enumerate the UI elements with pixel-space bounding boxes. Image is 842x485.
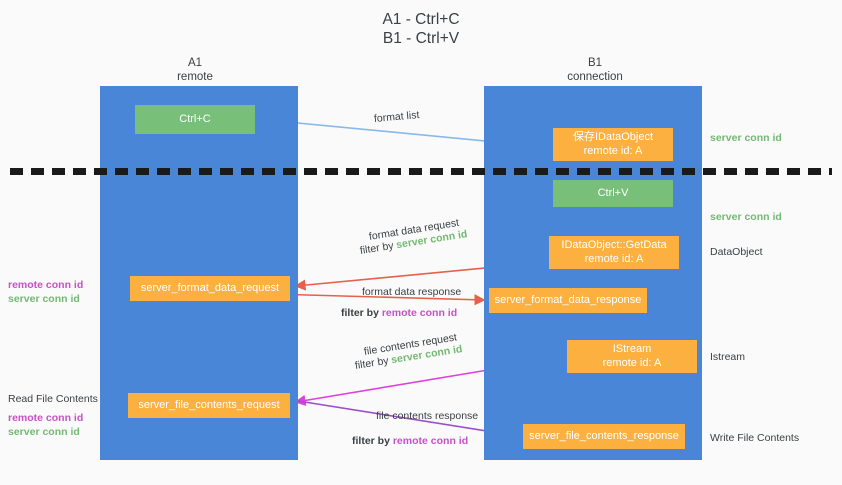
annotation-left-conn-ids-top: remote conn id server conn id — [8, 278, 83, 306]
node-ctrl-v[interactable]: Ctrl+V — [553, 180, 673, 207]
annotation-left-remote-conn-id-1: remote conn id — [8, 279, 84, 291]
phase-divider — [10, 168, 832, 175]
annotation-right-write-file-contents: Write File Contents — [710, 432, 800, 444]
column-a1-name: A1 — [187, 57, 203, 69]
filter-value-remote-conn-id: remote conn id — [381, 307, 458, 319]
node-server-format-data-request-label: server_format_data_request — [140, 281, 280, 294]
column-a1-role: remote — [177, 70, 213, 83]
column-header-a1: A1 remote — [130, 57, 260, 84]
filter-value-remote-conn-id: remote conn id — [392, 435, 469, 447]
column-header-b1: B1 connection — [530, 57, 660, 84]
annotation-left-server-conn-id-2: server conn id — [8, 426, 80, 438]
annotation-left-read-file-contents: Read File Contents — [8, 393, 98, 405]
node-idataobject-line1: 保存IDataObject — [572, 131, 654, 143]
title-line-2: B1 - Ctrl+V — [382, 30, 460, 47]
node-idataobject[interactable]: 保存IDataObject remote id: A — [553, 128, 673, 161]
column-b1-role: connection — [567, 70, 623, 83]
node-server-file-contents-response-label: server_file_contents_response — [529, 429, 679, 442]
node-istream-line1: IStream — [612, 343, 652, 355]
arrow-file-contents-response — [291, 399, 520, 441]
annotation-left-remote-conn-id-2: remote conn id — [8, 412, 84, 424]
filter-prefix: filter by — [352, 435, 393, 447]
node-istream[interactable]: IStream remote id: A — [567, 340, 697, 373]
filter-prefix: filter by — [341, 307, 382, 319]
column-b1-name: B1 — [587, 57, 603, 69]
node-server-format-data-response-label: server_format_data_response — [494, 293, 642, 306]
node-server-file-contents-request[interactable]: server_file_contents_request — [128, 393, 290, 418]
node-server-file-contents-request-label: server_file_contents_request — [138, 398, 280, 411]
edge-label-file-contents-response-filter: filter by remote conn id — [352, 434, 468, 448]
node-getdata-line1: IDataObject::GetData — [561, 239, 667, 251]
annotation-left-conn-ids-bottom: remote conn id server conn id — [8, 411, 83, 439]
edge-label-format-data-response: format data response — [362, 286, 462, 298]
node-server-format-data-response[interactable]: server_format_data_response — [489, 288, 647, 313]
node-ctrl-c-label: Ctrl+C — [179, 112, 211, 125]
node-server-format-data-request[interactable]: server_format_data_request — [130, 276, 290, 301]
page-title: A1 - Ctrl+C B1 - Ctrl+V — [0, 10, 842, 48]
edge-label-format-data-response-filter: filter by remote conn id — [341, 306, 457, 320]
annotation-right-server-conn-id-mid: server conn id — [710, 211, 782, 223]
title-line-1: A1 - Ctrl+C — [382, 11, 460, 28]
node-idataobject-getdata[interactable]: IDataObject::GetData remote id: A — [549, 236, 679, 269]
node-ctrl-c[interactable]: Ctrl+C — [135, 105, 255, 134]
node-idataobject-line2: remote id: A — [583, 144, 643, 157]
node-ctrl-v-label: Ctrl+V — [597, 186, 629, 199]
edge-label-file-contents-response: file contents response — [376, 410, 479, 422]
annotation-right-istream: Istream — [710, 351, 746, 363]
annotation-left-server-conn-id-1: server conn id — [8, 293, 80, 305]
node-server-file-contents-response[interactable]: server_file_contents_response — [523, 424, 685, 449]
annotation-right-dataobject: DataObject — [710, 246, 763, 258]
annotation-right-server-conn-id-top: server conn id — [710, 132, 782, 144]
node-getdata-line2: remote id: A — [584, 252, 644, 265]
node-istream-line2: remote id: A — [602, 356, 662, 369]
